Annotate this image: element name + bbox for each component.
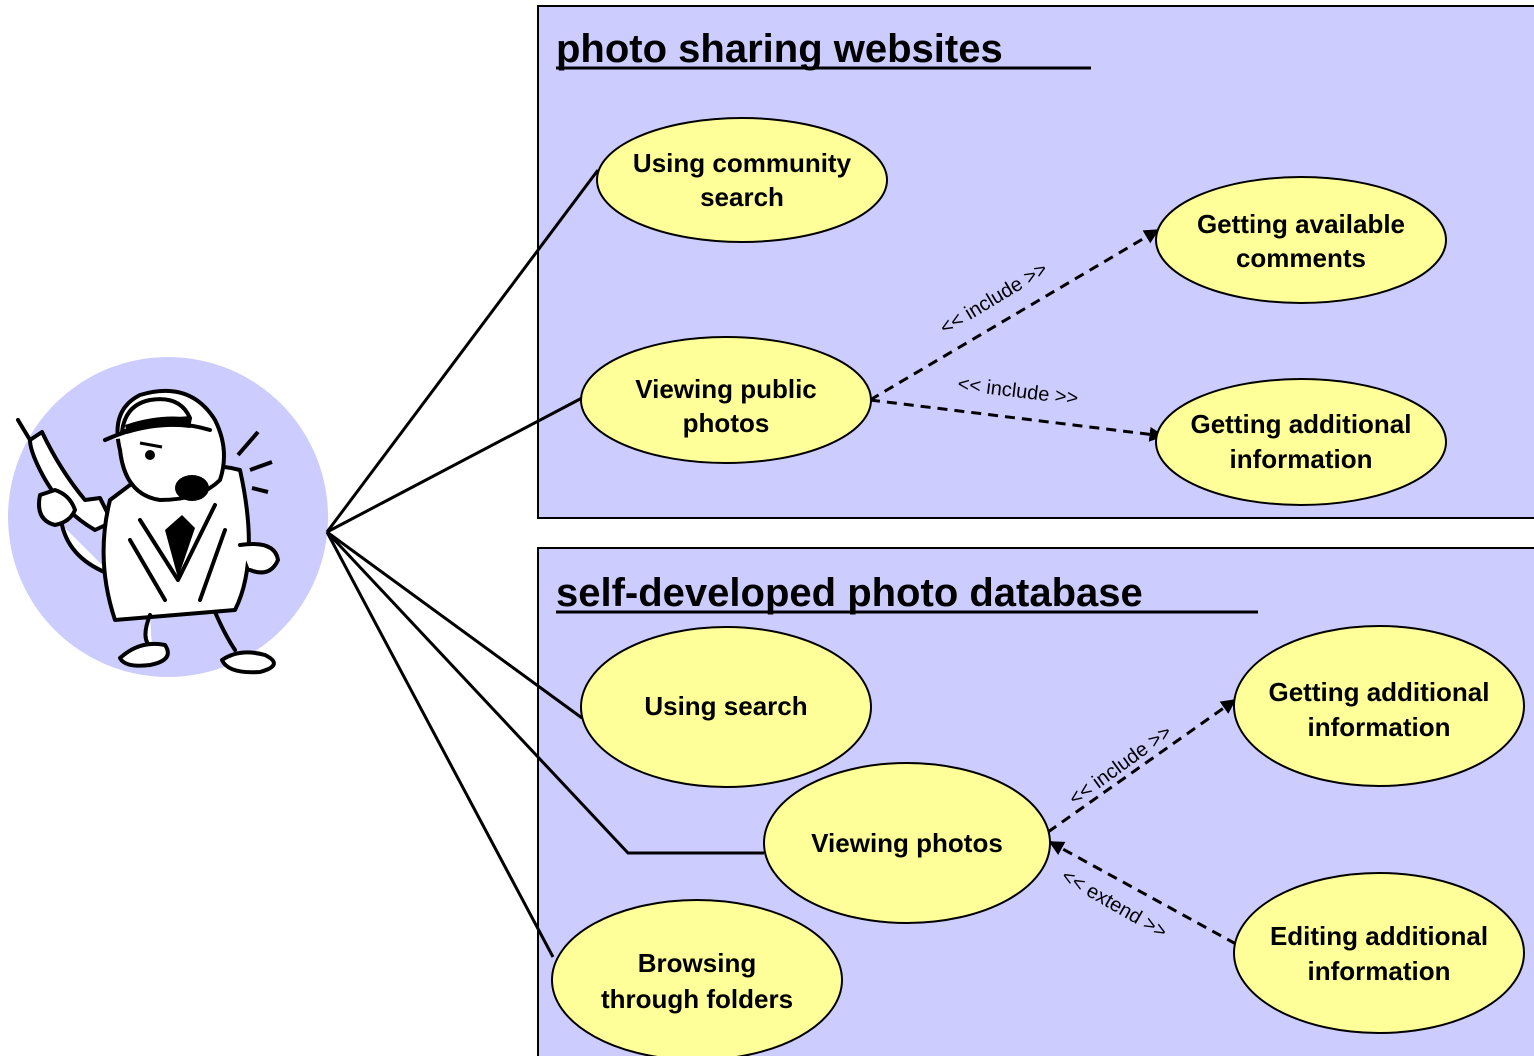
associations bbox=[325, 169, 764, 958]
use-case-browsing-folders: Browsing through folders bbox=[551, 899, 843, 1056]
svg-text:information: information bbox=[1308, 956, 1451, 986]
use-case-using-search: Using search bbox=[580, 626, 872, 788]
system-title-photo-sharing: photo sharing websites bbox=[556, 27, 1003, 71]
extend-arrow-editing bbox=[1048, 840, 1237, 946]
use-case-getting-comments: Getting available comments bbox=[1155, 176, 1447, 304]
association-browsing bbox=[325, 531, 555, 958]
svg-text:search: search bbox=[700, 182, 784, 212]
include-arrow-info-web bbox=[869, 398, 1165, 442]
include-arrow-info-db bbox=[1047, 698, 1237, 834]
use-case-editing-info: Editing additional information bbox=[1233, 872, 1525, 1034]
use-case-getting-info-db: Getting additional information bbox=[1233, 625, 1525, 787]
association-viewing-public bbox=[326, 396, 583, 534]
detective-with-phone-icon bbox=[16, 388, 280, 675]
svg-text:Getting additional: Getting additional bbox=[1191, 409, 1412, 439]
svg-text:Editing additional: Editing additional bbox=[1270, 921, 1488, 951]
dependencies bbox=[869, 228, 1237, 946]
svg-text:Getting additional: Getting additional bbox=[1269, 677, 1490, 707]
svg-text:Using community: Using community bbox=[633, 148, 852, 178]
actor bbox=[8, 357, 328, 677]
association-using-search bbox=[326, 530, 583, 720]
use-case-viewing-photos: Viewing photos bbox=[763, 762, 1051, 924]
use-case-viewing-public-photos: Viewing public photos bbox=[580, 336, 872, 464]
svg-text:Viewing photos: Viewing photos bbox=[811, 828, 1003, 858]
use-case-getting-info-web: Getting additional information bbox=[1155, 378, 1447, 506]
svg-text:photos: photos bbox=[683, 408, 770, 438]
svg-text:through folders: through folders bbox=[601, 984, 793, 1014]
svg-text:comments: comments bbox=[1236, 243, 1366, 273]
svg-text:Browsing: Browsing bbox=[638, 948, 756, 978]
association-community-search bbox=[325, 169, 600, 533]
use-case-community-search: Using community search bbox=[596, 117, 888, 243]
svg-text:information: information bbox=[1230, 444, 1373, 474]
svg-text:Viewing public: Viewing public bbox=[635, 374, 817, 404]
system-title-photo-database: self-developed photo database bbox=[556, 571, 1143, 615]
svg-text:Using search: Using search bbox=[644, 691, 807, 721]
svg-text:Getting available: Getting available bbox=[1197, 209, 1405, 239]
association-viewing-photos bbox=[325, 530, 764, 855]
include-arrow-comments bbox=[869, 228, 1160, 402]
svg-text:information: information bbox=[1308, 712, 1451, 742]
